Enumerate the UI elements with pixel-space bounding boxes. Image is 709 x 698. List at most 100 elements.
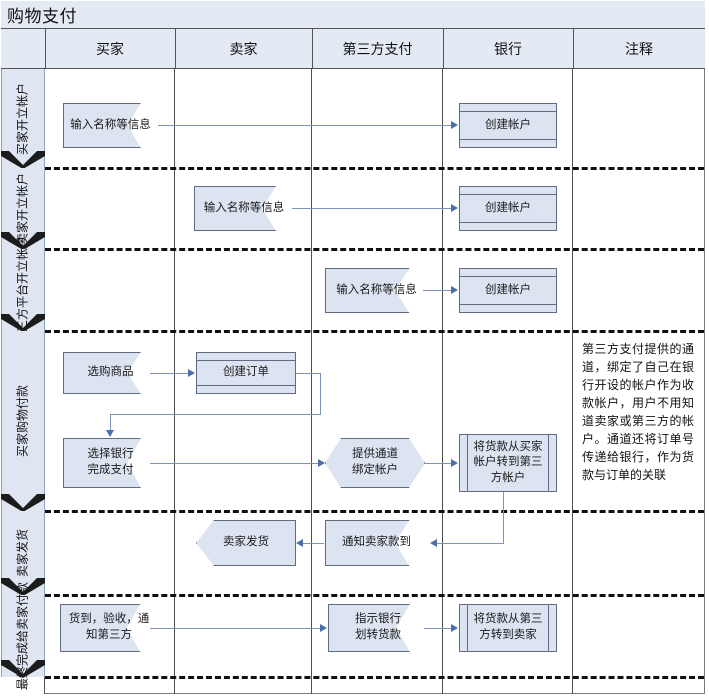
column-divider-bank-notes <box>572 69 573 694</box>
subprocess-bar-right <box>548 435 549 491</box>
node-label: 输入名称等信息 <box>336 283 417 296</box>
phase-divider-3 <box>45 330 704 333</box>
predefined-bar-top <box>460 194 556 195</box>
node-label-line2: 知第三方 <box>86 629 132 641</box>
node-label-line1: 提供通道 <box>352 448 398 461</box>
node-label-multiline: 将货款从买家 帐户转到第三 方帐户 <box>472 440 545 487</box>
connector-order-out-right <box>296 373 321 374</box>
node-label: 创建帐户 <box>485 201 531 214</box>
header-sep-4 <box>443 29 444 69</box>
node-label-line2: 完成支付 <box>87 464 134 476</box>
node-label: 输入名称等信息 <box>70 118 151 131</box>
phase-lane-4-label-text: 买家购物付款 <box>15 384 30 458</box>
predefined-bar-bottom <box>460 222 556 223</box>
column-header-buyer: 买家 <box>96 43 124 58</box>
subprocess-bar-left <box>467 605 468 651</box>
node-label-multiline: 指示银行 划转货款 <box>353 612 403 643</box>
connector-r2-input-to-create <box>292 208 456 209</box>
node-bank-create-account-2[interactable]: 创建帐户 <box>459 186 557 231</box>
column-header-notes: 注释 <box>625 43 653 58</box>
column-header-thirdparty: 第三方支付 <box>342 43 413 58</box>
phase-lane-1-label-text: 买家开立帐户 <box>15 82 30 155</box>
node-seller-input-info[interactable]: 输入名称等信息 <box>194 186 294 231</box>
diagram-title-bar: 购物支付 <box>1 1 705 29</box>
predefined-bar-bottom <box>197 385 295 386</box>
connector-r1-input-to-create <box>158 125 456 126</box>
node-label-line1: 指示银行 <box>355 613 401 626</box>
arrowhead-goods-order-icon <box>188 369 195 377</box>
connector-channel-to-transfer <box>425 463 456 464</box>
connector-order-out-down <box>320 373 321 415</box>
phase-lane-2-label: 卖家开立帐户 <box>16 172 31 244</box>
node-label-line1: 将货款从第三 <box>473 613 543 626</box>
node-label: 输入名称等信息 <box>203 201 285 214</box>
node-thirdparty-create-order[interactable]: 创建订单 <box>196 352 296 394</box>
phase-divider-1 <box>45 167 704 170</box>
node-buyer-select-goods[interactable]: 选购商品 <box>63 352 158 394</box>
node-bank-create-account-3[interactable]: 创建帐户 <box>459 268 557 313</box>
header-sep-2 <box>175 29 176 69</box>
connector-order-out-left <box>110 414 321 415</box>
phase-lane-5-label-text: 卖家发货 <box>15 528 30 578</box>
phase-lane-4-label: 买家购物付款 <box>16 385 31 457</box>
predefined-bar-top <box>197 360 295 361</box>
node-shape-body <box>325 438 425 488</box>
node-shape-body <box>196 520 296 566</box>
arrowhead-received-instruct-icon <box>320 624 327 632</box>
phase-divider-5 <box>45 594 704 597</box>
arrowhead-r3-icon <box>451 286 458 294</box>
arrowhead-instruct-settle-icon <box>451 624 458 632</box>
node-label-line3: 方帐户 <box>490 471 526 484</box>
header-sep-1 <box>45 29 46 69</box>
connector-received-to-instruct <box>150 628 325 629</box>
phase-lane-4: 买家购物付款 <box>1 331 45 511</box>
arrowhead-pay-channel-icon <box>318 459 325 467</box>
node-label-line2: 划转货款 <box>355 629 401 641</box>
node-bank-create-account-1[interactable]: 创建帐户 <box>459 103 557 148</box>
node-label-multiline: 选择银行 完成支付 <box>86 447 136 478</box>
connector-notify-to-ship <box>302 543 324 544</box>
node-label-line2: 绑定帐户 <box>352 464 398 476</box>
arrowhead-transfer-notify-icon <box>430 539 437 547</box>
node-thirdparty-input-info[interactable]: 输入名称等信息 <box>325 268 428 313</box>
node-seller-ship-goods[interactable]: 卖家发货 <box>196 520 296 566</box>
node-thirdparty-instruct-bank[interactable]: 指示银行 划转货款 <box>328 604 428 652</box>
node-bank-transfer-to-thirdparty[interactable]: 将货款从买家 帐户转到第三 方帐户 <box>459 434 557 492</box>
phase-lane-strip: 买家开立帐户 卖家开立帐户 第三方平台开立帐户 买家购物付款 卖家发货 <box>1 69 45 694</box>
connector-transfer-left <box>436 543 504 544</box>
connector-transfer-down <box>503 492 504 544</box>
connector-r3-input-to-create <box>423 290 456 291</box>
node-thirdparty-provide-channel[interactable]: 提供通道 绑定帐户 <box>325 438 425 488</box>
node-bank-settle-to-seller[interactable]: 将货款从第三 方转到卖家 <box>459 604 557 652</box>
node-label: 选购商品 <box>87 366 134 379</box>
node-buyer-goods-received[interactable]: 货到，验收，通 知第三方 <box>60 604 158 652</box>
phase-divider-6 <box>45 676 704 679</box>
phase-divider-2 <box>45 248 704 251</box>
node-label-line1: 选择银行 <box>87 448 134 461</box>
connector-pay-to-channel <box>150 463 322 464</box>
arrowhead-r2-icon <box>451 204 458 212</box>
predefined-bar-bottom <box>460 304 556 305</box>
arrowhead-r1-icon <box>451 121 458 129</box>
node-buyer-input-info[interactable]: 输入名称等信息 <box>63 103 158 148</box>
node-buyer-select-bank-pay[interactable]: 选择银行 完成支付 <box>63 438 158 488</box>
subprocess-bar-right <box>548 605 549 651</box>
phase-lane-2-label-text: 卖家开立帐户 <box>15 172 30 245</box>
header-sep-5 <box>573 29 574 69</box>
connector-order-out-to-pay <box>110 414 111 432</box>
connector-instruct-to-settle <box>424 628 456 629</box>
subprocess-bar-left <box>467 435 468 491</box>
column-header-row: 买家 卖家 第三方支付 银行 注释 <box>1 29 705 69</box>
phase-lane-1-label: 买家开立帐户 <box>16 82 31 154</box>
predefined-bar-top <box>460 276 556 277</box>
arrowhead-order-pay-icon <box>106 430 114 437</box>
node-thirdparty-notify-seller-paid[interactable]: 通知卖家款到 <box>325 520 428 566</box>
node-label-multiline: 提供通道 绑定帐户 <box>350 447 400 478</box>
node-label: 卖家发货 <box>223 536 269 549</box>
phase-divider-4 <box>45 510 704 513</box>
arrowhead-channel-transfer-icon <box>451 459 458 467</box>
node-label-multiline: 将货款从第三 方转到卖家 <box>472 612 545 643</box>
arrowhead-notify-ship-icon <box>296 539 303 547</box>
page-title: 购物支付 <box>7 7 77 26</box>
